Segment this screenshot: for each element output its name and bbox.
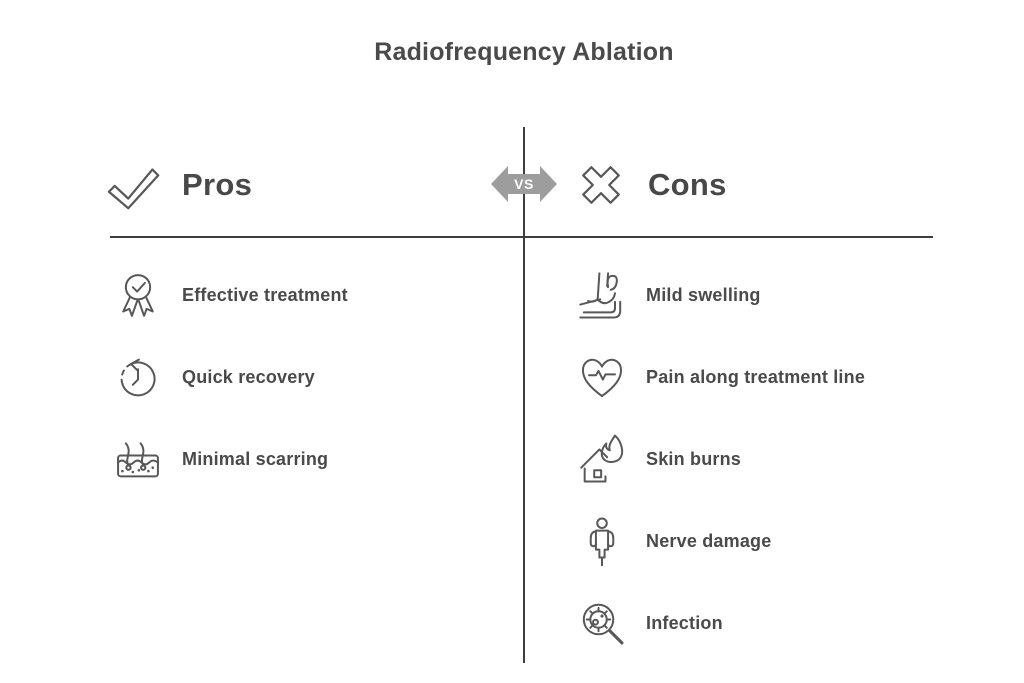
list-item: Skin burns — [576, 433, 996, 485]
vs-label: VS — [514, 176, 534, 192]
skin-layers-icon — [117, 442, 159, 478]
human-body-icon — [589, 517, 615, 567]
check-icon — [107, 168, 160, 210]
burning-house-icon — [580, 434, 624, 483]
double-arrow-icon — [491, 166, 557, 202]
pros-header: Pros — [106, 156, 252, 214]
cons-list: Mild swelling Pain along treatment line … — [576, 269, 996, 679]
history-clock-icon — [120, 358, 156, 397]
list-item: Minimal scarring — [112, 433, 502, 485]
list-item: Pain along treatment line — [576, 351, 996, 403]
horizontal-divider — [110, 236, 933, 238]
item-label: Nerve damage — [646, 530, 772, 551]
list-item: Mild swelling — [576, 269, 996, 321]
cons-header: Cons — [572, 156, 727, 214]
list-item: Infection — [576, 597, 996, 649]
page-title: Radiofrequency Ablation — [374, 38, 674, 66]
cons-heading: Cons — [648, 167, 727, 202]
x-cross-icon — [582, 166, 620, 204]
heart-pulse-icon — [581, 358, 623, 398]
pros-heading: Pros — [182, 167, 253, 202]
medal-check-icon — [122, 274, 154, 317]
item-label: Mild swelling — [646, 284, 761, 305]
germ-magnifier-icon — [582, 603, 624, 645]
swollen-leg-massage-icon — [579, 272, 622, 319]
list-item: Effective treatment — [112, 269, 502, 321]
item-label: Effective treatment — [182, 284, 348, 305]
item-label: Pain along treatment line — [646, 366, 866, 387]
item-label: Quick recovery — [182, 366, 315, 387]
item-label: Skin burns — [646, 448, 742, 469]
vs-badge: VS — [490, 160, 558, 208]
list-item: Nerve damage — [576, 515, 996, 567]
list-item: Quick recovery — [112, 351, 502, 403]
item-label: Infection — [646, 612, 723, 633]
vertical-divider — [523, 127, 525, 663]
pros-list: Effective treatment Quick recovery — [112, 269, 502, 515]
item-label: Minimal scarring — [182, 448, 329, 469]
